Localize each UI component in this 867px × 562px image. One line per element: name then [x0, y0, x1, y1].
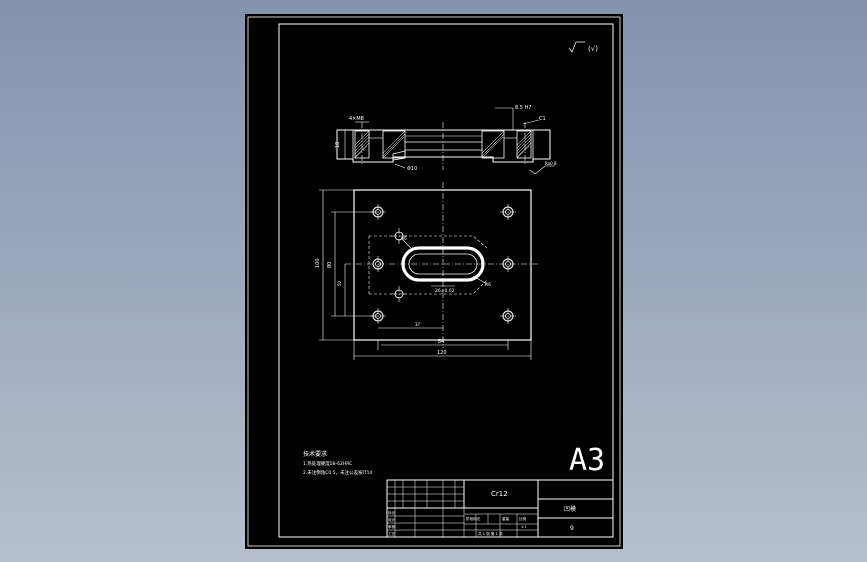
section-view: 18 4×M8 8.5 H7 C1 Φ10 Ra0.8 — [335, 105, 557, 175]
stage-label-3: 比例 — [519, 516, 527, 521]
roughness-symbol: (√) — [568, 41, 598, 53]
roughness-note: (√) — [588, 45, 598, 53]
dim-slot-radius: R6 — [485, 282, 491, 288]
material-label: Cr12 — [491, 490, 508, 498]
dim-pin: Φ6 — [401, 236, 407, 241]
dim-top-tol: 8.5 H7 — [515, 105, 531, 111]
dim-inner-w: 84 — [438, 339, 444, 345]
note-2: 2.未注倒角C0.5，未注公差按IT14 — [303, 469, 373, 476]
title-block-labels: 标记 设计 审核 工艺 阶段标记 重量 比例 1:1 共 1 张 第 1 张 — [388, 510, 527, 536]
dim-c-mark: C1 — [539, 116, 546, 122]
sheet-size-label: A3 — [569, 443, 605, 478]
section-hatch-left — [354, 130, 406, 159]
row-label-4: 工艺 — [388, 531, 396, 536]
drawing-canvas: (√) — [247, 16, 621, 547]
sheet-info: 共 1 张 第 1 张 — [478, 531, 503, 536]
dim-outer-h: 100 — [315, 258, 321, 268]
dim-outer-w: 120 — [437, 350, 447, 356]
dim-depth: 18 — [335, 142, 341, 148]
scale-value: 1:1 — [521, 525, 527, 529]
plate-outline — [353, 189, 532, 341]
section-hatch-right — [481, 130, 532, 159]
section-hatching — [354, 130, 532, 159]
stage-label-2: 重量 — [502, 516, 510, 521]
dim-thread: 4×M8 — [349, 116, 364, 122]
dim-offset: 37 — [415, 322, 421, 327]
plan-view: 80 100 50 37 84 120 26±0.02 — [315, 182, 540, 360]
note-1: 1.热处理硬度58-62HRC — [303, 460, 352, 467]
stage-label-1: 阶段标记 — [466, 516, 481, 521]
roughness-callout: Ra0.8 — [545, 161, 557, 166]
dim-counterbore: Φ10 — [407, 166, 417, 172]
row-label-1: 标记 — [388, 510, 396, 515]
dim-inner-h: 80 — [327, 262, 333, 268]
row-label-2: 设计 — [388, 517, 396, 522]
dim-half-h: 50 — [337, 280, 342, 286]
dim-slot-width: 26±0.02 — [435, 288, 455, 294]
sheet-border — [247, 16, 621, 547]
row-label-3: 审核 — [388, 524, 396, 529]
notes-title: 技术要求 — [303, 450, 327, 458]
technical-notes: 技术要求 1.热处理硬度58-62HRC 2.未注倒角C0.5，未注公差按IT1… — [303, 450, 373, 476]
title-block: 标记 设计 审核 工艺 阶段标记 重量 比例 1:1 共 1 张 第 1 张 C… — [386, 479, 614, 538]
drawing-sheet: (√) — [245, 14, 623, 549]
drawing-number: 9 — [570, 525, 574, 532]
part-name: 凹模 — [564, 505, 576, 513]
die-slot — [401, 246, 485, 282]
